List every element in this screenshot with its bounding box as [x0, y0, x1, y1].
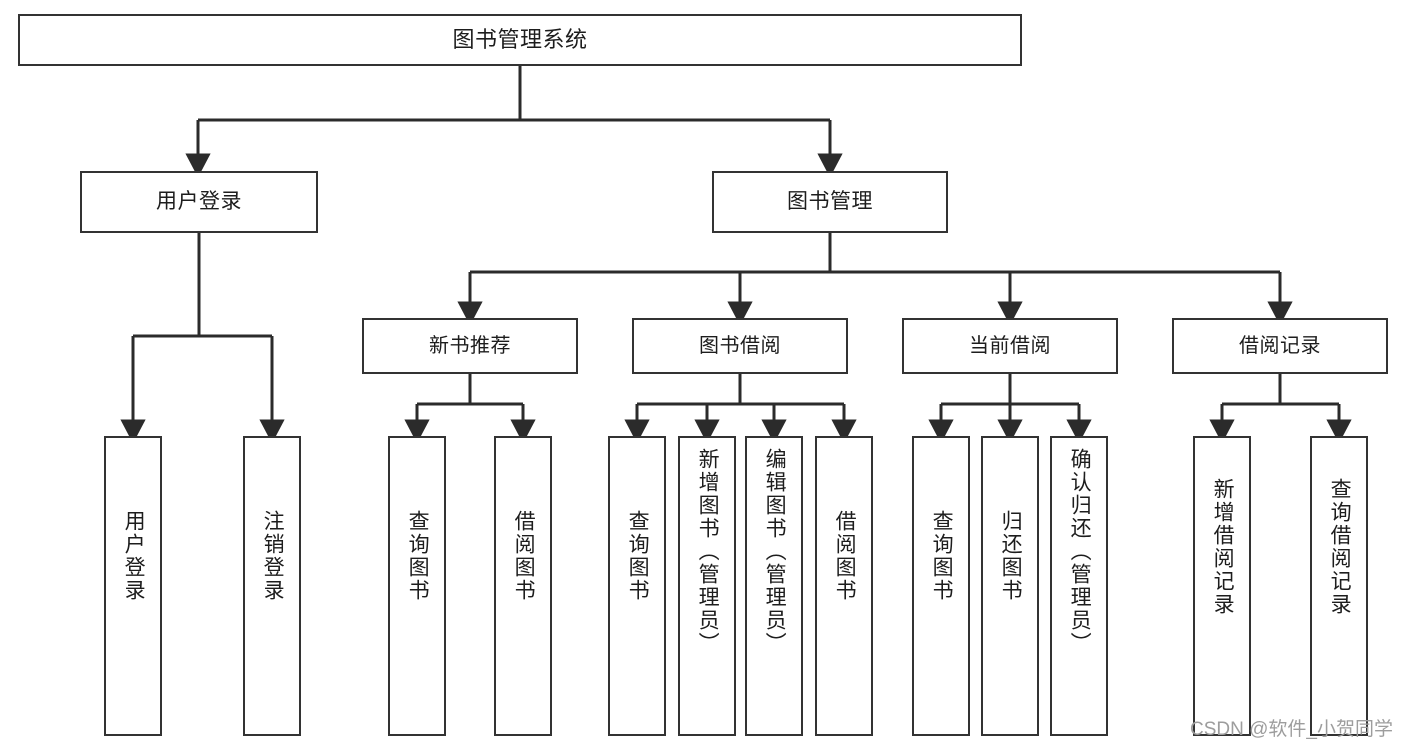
- node-leaf-return-book[interactable]: 归还图书: [981, 436, 1039, 736]
- node-root[interactable]: 图书管理系统: [18, 14, 1022, 66]
- node-borrow-record[interactable]: 借阅记录: [1172, 318, 1388, 374]
- node-leaf-query-book-1-label: 查询图书: [406, 510, 430, 602]
- node-leaf-borrow-book-2-label: 借阅图书: [833, 510, 857, 602]
- node-borrow-record-label: 借阅记录: [1239, 334, 1321, 357]
- node-current-borrow[interactable]: 当前借阅: [902, 318, 1118, 374]
- node-leaf-logout-login[interactable]: 注销登录: [243, 436, 301, 736]
- node-leaf-add-book[interactable]: 新增图书（管理员）: [678, 436, 736, 736]
- node-current-borrow-label: 当前借阅: [969, 334, 1051, 357]
- node-user-login[interactable]: 用户登录: [80, 171, 318, 233]
- node-book-borrow[interactable]: 图书借阅: [632, 318, 848, 374]
- node-leaf-query-record-label: 查询借阅记录: [1328, 478, 1352, 616]
- node-new-book-rec[interactable]: 新书推荐: [362, 318, 578, 374]
- node-leaf-add-book-label: 新增图书（管理员）: [696, 448, 720, 655]
- node-leaf-add-record-label: 新增借阅记录: [1211, 478, 1235, 616]
- node-book-manage-label: 图书管理: [787, 190, 873, 214]
- node-leaf-query-book-2-label: 查询图书: [626, 510, 650, 602]
- node-leaf-user-login[interactable]: 用户登录: [104, 436, 162, 736]
- node-leaf-query-book-3-label: 查询图书: [930, 510, 954, 602]
- node-new-book-rec-label: 新书推荐: [429, 334, 511, 357]
- node-leaf-confirm-return-label: 确认归还（管理员）: [1068, 448, 1092, 655]
- node-root-label: 图书管理系统: [452, 26, 588, 52]
- node-leaf-borrow-book-1[interactable]: 借阅图书: [494, 436, 552, 736]
- node-leaf-return-book-label: 归还图书: [999, 510, 1023, 602]
- node-leaf-borrow-book-2[interactable]: 借阅图书: [815, 436, 873, 736]
- node-leaf-user-login-label: 用户登录: [122, 510, 146, 602]
- node-leaf-add-record[interactable]: 新增借阅记录: [1193, 436, 1251, 736]
- csdn-watermark: CSDN @软件_小贺同学: [1190, 719, 1393, 740]
- node-book-borrow-label: 图书借阅: [699, 334, 781, 357]
- node-leaf-query-record[interactable]: 查询借阅记录: [1310, 436, 1368, 736]
- node-leaf-query-book-1[interactable]: 查询图书: [388, 436, 446, 736]
- node-leaf-edit-book-label: 编辑图书（管理员）: [763, 448, 787, 655]
- node-leaf-edit-book[interactable]: 编辑图书（管理员）: [745, 436, 803, 736]
- node-leaf-logout-login-label: 注销登录: [261, 510, 285, 602]
- node-leaf-query-book-2[interactable]: 查询图书: [608, 436, 666, 736]
- node-leaf-query-book-3[interactable]: 查询图书: [912, 436, 970, 736]
- node-leaf-confirm-return[interactable]: 确认归还（管理员）: [1050, 436, 1108, 736]
- node-book-manage[interactable]: 图书管理: [712, 171, 948, 233]
- node-leaf-borrow-book-1-label: 借阅图书: [512, 510, 536, 602]
- node-user-login-label: 用户登录: [156, 190, 242, 214]
